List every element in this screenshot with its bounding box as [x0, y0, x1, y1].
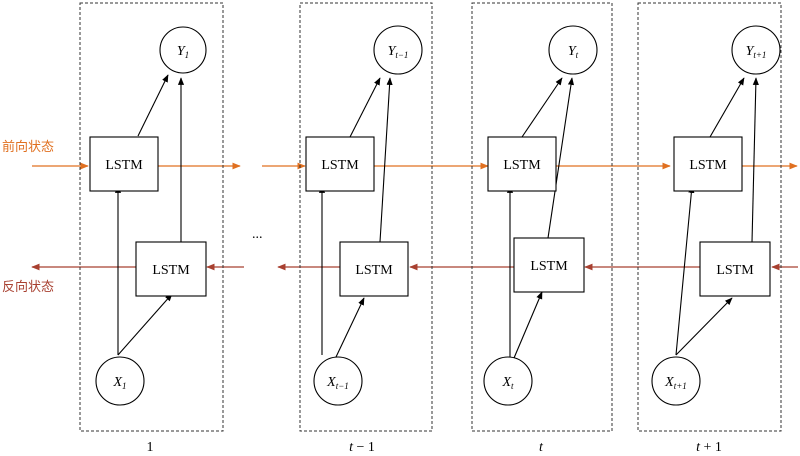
- lstm-label: LSTM: [530, 259, 568, 274]
- backward-lstm-cell: [699, 241, 771, 297]
- input-label: X1: [112, 375, 126, 391]
- backward-lstm-cell: [513, 237, 585, 293]
- timestep-1: LSTM LSTM Y1 X1 1: [79, 2, 224, 455]
- lstm-label: LSTM: [503, 158, 541, 173]
- output-label: Yt: [568, 44, 579, 60]
- output-label: Y1: [177, 44, 189, 60]
- output-label: Yt−1: [388, 44, 409, 60]
- time-label: 1: [147, 440, 154, 455]
- forward-state-label: 前向状态: [2, 139, 54, 155]
- input-label: Xt−1: [326, 375, 349, 391]
- output-node: [548, 25, 598, 75]
- timestep-frame: [471, 2, 613, 432]
- lstm-label: LSTM: [355, 263, 393, 278]
- output-node: [159, 26, 207, 74]
- input-label: Xt: [501, 375, 514, 391]
- output-node: [731, 25, 781, 75]
- lstm-label: LSTM: [152, 263, 190, 278]
- backward-state-label: 反向状态: [2, 279, 54, 295]
- time-label: t + 1: [696, 440, 722, 455]
- forward-lstm-cell: [305, 136, 375, 192]
- timestep-t-plus-1: LSTM LSTM Yt+1 Xt+1 t + 1: [637, 2, 782, 455]
- timestep-frame: [299, 2, 433, 432]
- lstm-label: LSTM: [321, 158, 359, 173]
- input-node: [483, 356, 533, 406]
- forward-lstm-cell: [673, 136, 743, 192]
- backward-lstm-cell: [339, 241, 409, 297]
- input-node: [95, 356, 145, 406]
- lstm-label: LSTM: [105, 158, 143, 173]
- lstm-label: LSTM: [716, 263, 754, 278]
- input-label: Xt+1: [664, 375, 687, 391]
- ellipsis: ...: [252, 227, 263, 242]
- output-label: Yt+1: [746, 44, 767, 60]
- timestep-frame: [79, 2, 224, 432]
- input-node: [651, 356, 701, 406]
- timestep-t-minus-1: LSTM LSTM Yt−1 Xt−1 t − 1: [299, 2, 433, 455]
- lstm-label: LSTM: [689, 158, 727, 173]
- timestep-t: LSTM LSTM Yt Xt t: [471, 2, 613, 455]
- timestep-frame: [637, 2, 782, 432]
- forward-lstm-cell: [89, 136, 159, 192]
- forward-lstm-cell: [487, 136, 557, 192]
- backward-lstm-cell: [135, 241, 207, 297]
- output-node: [373, 25, 423, 75]
- input-node: [313, 356, 363, 406]
- time-label: t − 1: [349, 440, 375, 455]
- time-label: t: [539, 440, 544, 455]
